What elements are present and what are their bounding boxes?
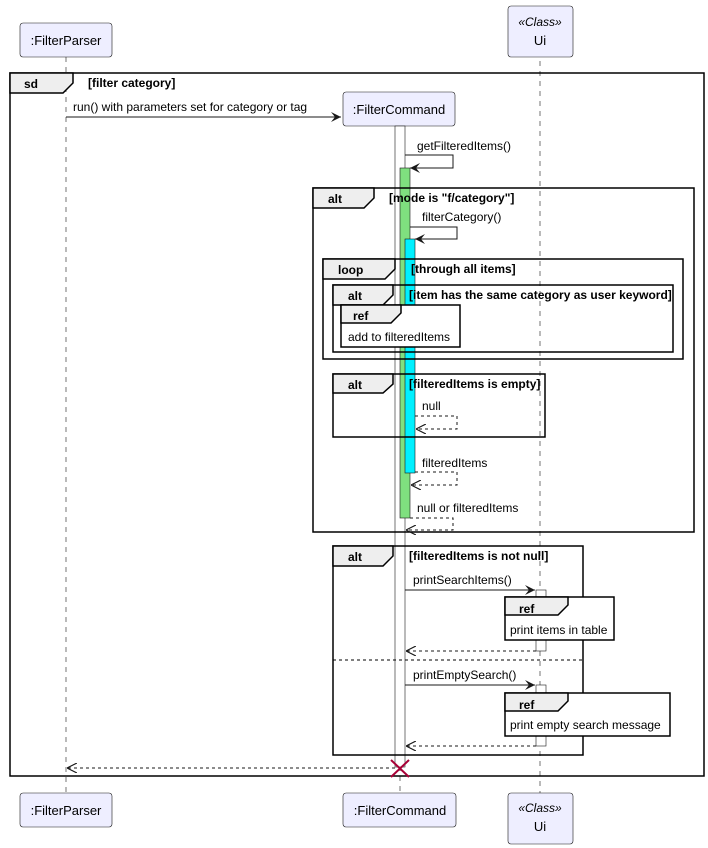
participant-label: :FilterCommand [354, 803, 446, 818]
frame-guard: [filter category] [88, 76, 175, 90]
destroy-icon [390, 759, 410, 778]
message-null: null [422, 399, 441, 413]
frame-guard: [item has the same category as user keyw… [409, 288, 672, 302]
frame-alt-empty: alt [filteredItems is empty] [332, 373, 546, 438]
frame-keyword: alt [348, 378, 362, 392]
message-printemptysearch: printEmptySearch() [413, 668, 516, 682]
participant-label: Ui [534, 33, 546, 48]
frame-keyword: alt [348, 289, 362, 303]
participant-filterparser-bottom: :FilterParser [19, 792, 113, 828]
participant-label: :FilterParser [31, 803, 102, 818]
frame-keyword: alt [348, 550, 362, 564]
participant-stereotype: «Class» [518, 15, 562, 29]
participant-label: :FilterCommand [353, 102, 445, 117]
participant-filtercommand-bottom: :FilterCommand [342, 792, 457, 828]
participant-filterparser-top: :FilterParser [19, 22, 113, 58]
frame-keyword: ref [353, 309, 369, 323]
message-null-arrow [415, 415, 458, 429]
participant-filtercommand-created: :FilterCommand [342, 91, 456, 127]
frame-keyword: loop [338, 263, 363, 277]
frame-ref-print-empty: ref print empty search message [504, 692, 671, 737]
frame-keyword: ref [519, 698, 535, 712]
participant-stereotype: «Class» [518, 801, 562, 815]
frame-guard: [mode is "f/category"] [389, 191, 514, 205]
message-filtercategory-arrow [410, 226, 458, 244]
message-getfiltereditems-arrow [405, 154, 454, 173]
frame-ref-print-table: ref print items in table [504, 596, 615, 641]
frame-keyword: sd [24, 77, 38, 91]
message-filtereditems-return: filteredItems [422, 456, 487, 470]
participant-label: :FilterParser [31, 33, 102, 48]
frame-alt-same-category: alt [item has the same category as user … [332, 284, 674, 353]
ref-text: print empty search message [510, 718, 661, 732]
frame-alt-mode: alt [mode is "f/category"] [312, 187, 695, 533]
frame-guard: [filteredItems is empty] [409, 377, 540, 391]
activation-filtercategory [404, 238, 416, 474]
ref-text: print items in table [510, 623, 608, 637]
ref-text: add to filteredItems [348, 330, 450, 344]
frame-ref-add: ref add to filteredItems [340, 304, 461, 348]
message-filtercategory: filterCategory() [422, 210, 501, 224]
message-getfiltereditems: getFilteredItems() [417, 139, 511, 153]
message-run: run() with parameters set for category o… [73, 100, 307, 114]
message-null-or-filtered-arrow [406, 517, 454, 530]
message-filtereditems-return-arrow [411, 471, 458, 485]
frame-keyword: ref [519, 602, 535, 616]
frame-guard: [filteredItems is not null] [409, 549, 548, 563]
frame-alt-not-null: alt [filteredItems is not null] [332, 545, 584, 756]
participant-label: Ui [534, 819, 546, 834]
frame-guard: [through all items] [411, 262, 516, 276]
message-printsearchitems: printSearchItems() [413, 573, 512, 587]
message-null-or-filtered: null or filteredItems [417, 501, 518, 515]
frame-loop: loop [through all items] [322, 258, 684, 360]
frame-sd: sd [filter category] [9, 72, 705, 777]
participant-ui-bottom: «Class» Ui [507, 792, 574, 845]
participant-ui-top: «Class» Ui [507, 5, 574, 58]
frame-keyword: alt [328, 192, 342, 206]
